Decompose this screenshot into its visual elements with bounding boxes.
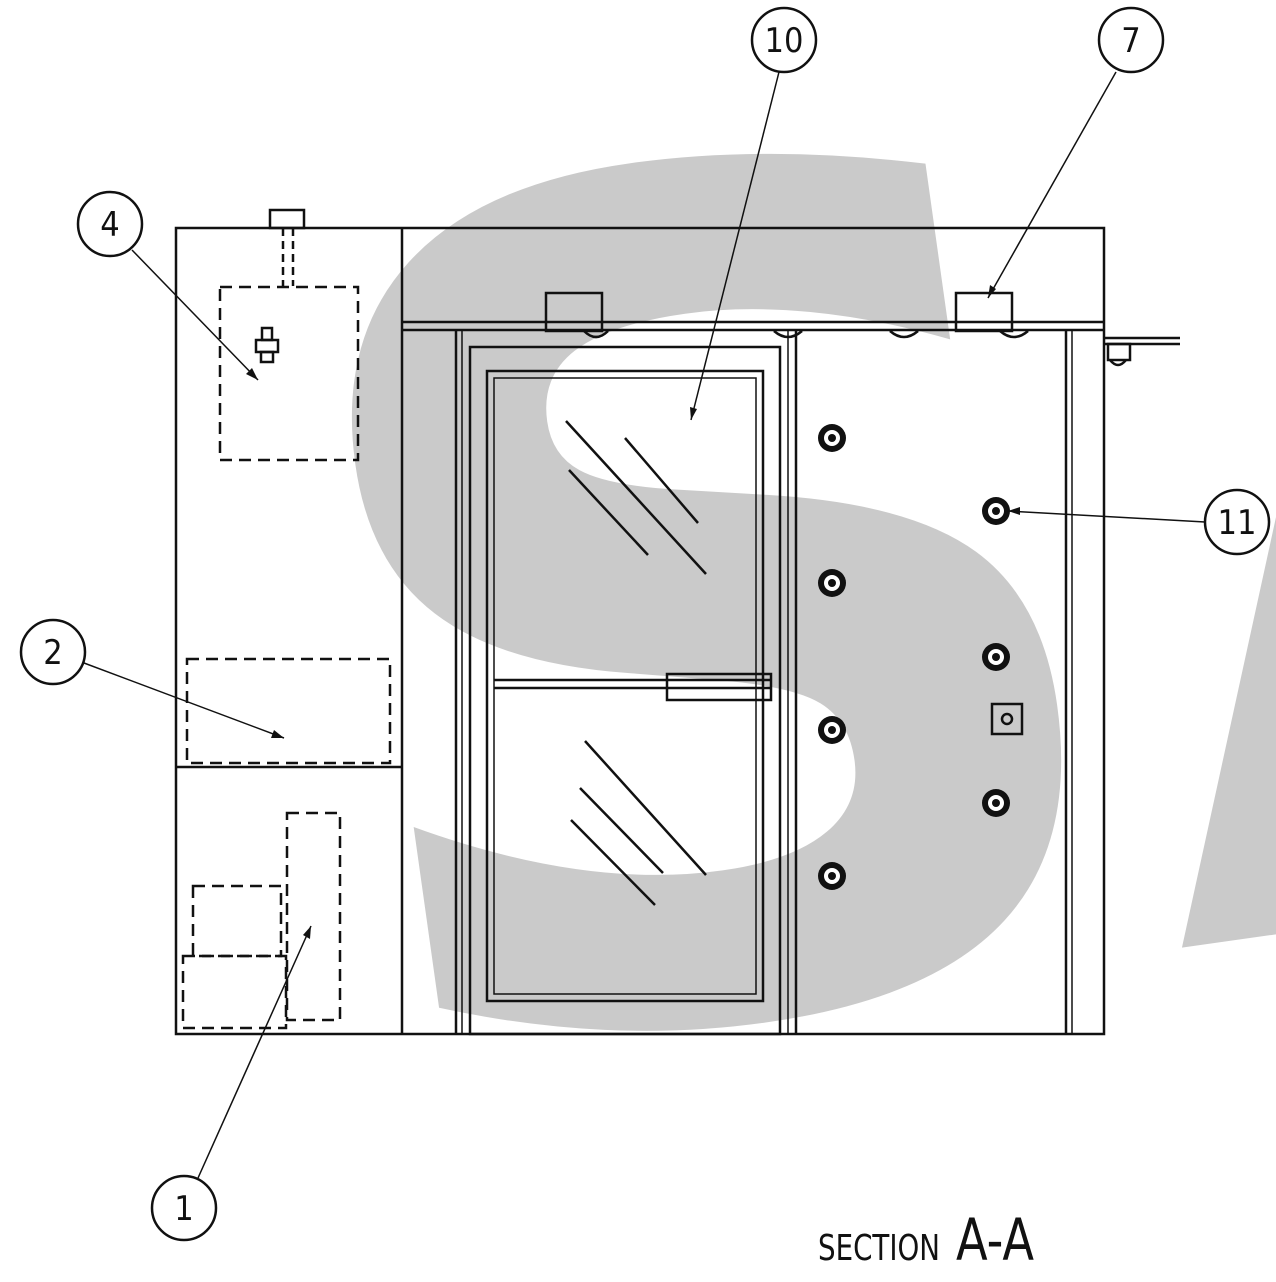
nozzle-icon bbox=[982, 789, 1010, 817]
nozzle-icon bbox=[982, 497, 1010, 525]
side-handle bbox=[1104, 336, 1180, 367]
section-name: A-A bbox=[956, 1206, 1034, 1274]
leader-4 bbox=[131, 249, 259, 381]
callout-label: 2 bbox=[43, 633, 62, 673]
door-glass-outer bbox=[485, 369, 765, 1003]
leader-lines bbox=[83, 71, 1206, 1179]
watermark: SA bbox=[208, 0, 1276, 1282]
nozzle-icon bbox=[818, 424, 846, 452]
callout-label: 7 bbox=[1121, 21, 1140, 61]
leader-11 bbox=[1007, 510, 1206, 523]
door-push-bar bbox=[665, 672, 773, 702]
watermark-text: SA bbox=[208, 0, 1276, 1282]
leader-2 bbox=[83, 662, 285, 739]
nozzle-icon bbox=[818, 862, 846, 890]
leader-10 bbox=[690, 71, 780, 421]
door-glass-inner bbox=[493, 377, 757, 995]
door-frame bbox=[468, 345, 782, 1036]
air-nozzles bbox=[818, 424, 1010, 890]
hidden-component-4 bbox=[218, 285, 360, 462]
door-closer-right bbox=[954, 291, 1014, 333]
nozzle-icon bbox=[818, 716, 846, 744]
callout-4: 4 bbox=[76, 190, 144, 258]
section-prefix: SECTION bbox=[818, 1228, 940, 1269]
leader-1 bbox=[197, 925, 312, 1179]
leader-7 bbox=[987, 71, 1117, 299]
callout-label: 11 bbox=[1218, 503, 1257, 543]
section-title: SECTION A-A bbox=[818, 1206, 1034, 1274]
callout-7: 7 bbox=[1097, 6, 1165, 74]
top-fitting bbox=[268, 208, 306, 286]
callout-label: 10 bbox=[765, 21, 804, 61]
sensor-icon bbox=[990, 702, 1024, 736]
connector-icon bbox=[254, 326, 280, 364]
hidden-component-2 bbox=[185, 657, 392, 765]
door-closer-left bbox=[544, 291, 604, 333]
callout-label: 1 bbox=[174, 1189, 193, 1229]
rail-fixtures bbox=[583, 330, 1029, 339]
callout-11: 11 bbox=[1203, 488, 1271, 556]
hidden-component-1 bbox=[181, 811, 342, 1030]
nozzle-icon bbox=[818, 569, 846, 597]
callout-label: 4 bbox=[100, 205, 119, 245]
callout-2: 2 bbox=[19, 618, 87, 686]
door bbox=[468, 345, 782, 1036]
callout-10: 10 bbox=[750, 6, 818, 74]
nozzle-icon bbox=[982, 643, 1010, 671]
callout-1: 1 bbox=[150, 1174, 218, 1242]
